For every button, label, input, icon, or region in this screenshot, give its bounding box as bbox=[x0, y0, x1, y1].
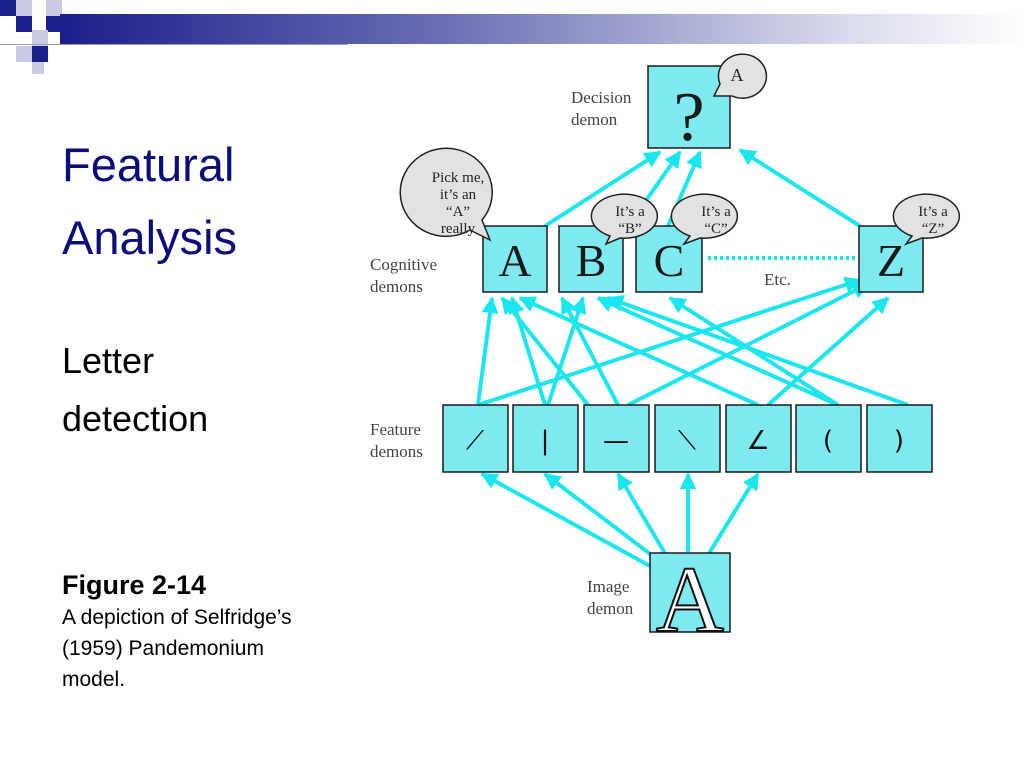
image-demon-box bbox=[649, 552, 731, 633]
bubble-b-line-1: It’s a bbox=[615, 204, 645, 220]
bubble-c-line-1: It’s a bbox=[701, 204, 731, 220]
arrow bbox=[543, 150, 662, 228]
cognitive-label-line-2: demons bbox=[370, 277, 423, 296]
image-letter: A bbox=[656, 548, 724, 652]
arrow bbox=[668, 296, 840, 407]
slide-subtitle: Letter detection bbox=[62, 332, 208, 448]
arrow bbox=[606, 295, 909, 407]
decision-demon-box bbox=[647, 65, 731, 149]
header-divider bbox=[0, 44, 348, 45]
feature-demon-box-2 bbox=[512, 404, 579, 473]
bubble-a bbox=[399, 147, 493, 242]
figure-caption: Figure 2-14 A depiction of Selfridge’s (… bbox=[62, 568, 362, 695]
feature-glyph-3: — bbox=[603, 426, 629, 456]
title-line-2: Analysis bbox=[62, 211, 238, 264]
title-line-1: Featural bbox=[62, 138, 235, 191]
feature-demon-box-1 bbox=[442, 404, 509, 473]
corner-square-3 bbox=[46, 0, 62, 16]
arrow bbox=[560, 296, 620, 406]
arrow bbox=[476, 296, 499, 406]
decision-symbol: ? bbox=[673, 79, 704, 156]
arrow bbox=[738, 148, 862, 228]
corner-square-7 bbox=[16, 46, 32, 62]
feature-glyph-2: | bbox=[541, 426, 550, 456]
cognitive-label-line-1: Cognitive bbox=[370, 255, 437, 274]
feature-demon-box-3 bbox=[583, 404, 650, 473]
subtitle-line-2: detection bbox=[62, 398, 209, 439]
cognitive-demon-a-box bbox=[482, 225, 548, 293]
bubble-b-line-2: “B” bbox=[618, 221, 641, 237]
etc-label: Etc. bbox=[764, 270, 791, 289]
image-to-feature-arrows bbox=[480, 472, 760, 568]
cognitive-letter-c: C bbox=[654, 235, 685, 286]
slide-title: Featural Analysis bbox=[62, 128, 237, 274]
corner-square-8 bbox=[32, 46, 48, 62]
caption-line-1: A depiction of Selfridge’s bbox=[62, 606, 292, 629]
feature-demon-box-7 bbox=[866, 404, 933, 473]
bubble-b bbox=[590, 193, 659, 246]
feature-glyph-4: ⟍ bbox=[678, 426, 697, 456]
feature-glyph-5: ∠ bbox=[746, 426, 769, 456]
image-label-line-2: demon bbox=[587, 599, 634, 618]
bubble-a-line-1: Pick me, bbox=[432, 170, 485, 186]
arrow bbox=[627, 282, 870, 407]
feature-glyph-7: ) bbox=[894, 426, 904, 456]
feature-label-line-2: demons bbox=[370, 442, 423, 461]
caption-line-2: (1959) Pandemonium bbox=[62, 637, 264, 660]
arrow bbox=[706, 472, 760, 557]
arrow bbox=[508, 296, 547, 406]
figure-label: Figure 2-14 bbox=[62, 570, 207, 600]
feature-to-cognitive-arrows bbox=[476, 276, 909, 407]
feature-glyph-6: ( bbox=[823, 426, 833, 456]
cognitive-letter-z: Z bbox=[877, 235, 905, 286]
header-gradient-bar bbox=[60, 14, 1024, 44]
cognitive-letter-a: A bbox=[498, 235, 531, 286]
cognitive-demon-b-box bbox=[558, 225, 624, 293]
arrow bbox=[546, 296, 587, 406]
decision-label-line-1: Decision bbox=[571, 88, 632, 107]
bubble-z bbox=[892, 193, 961, 246]
feature-label-line-1: Feature bbox=[370, 420, 421, 439]
cognitive-letter-b: B bbox=[576, 235, 607, 286]
decision-bubble bbox=[712, 53, 768, 99]
feature-glyph-1: ⟋ bbox=[466, 426, 485, 456]
corner-square-1 bbox=[0, 0, 16, 16]
arrow bbox=[477, 276, 862, 407]
corner-square-4 bbox=[16, 16, 32, 32]
decision-bubble-text: A bbox=[731, 65, 744, 85]
bubble-z-line-1: It’s a bbox=[918, 204, 948, 220]
arrow bbox=[766, 296, 890, 407]
corner-square-5 bbox=[46, 16, 62, 32]
bubble-c-line-2: “C” bbox=[704, 221, 727, 237]
bubble-a-line-4: really bbox=[441, 221, 476, 237]
image-label-line-1: Image bbox=[587, 577, 629, 596]
arrow bbox=[616, 472, 668, 557]
arrow bbox=[480, 472, 651, 568]
bubble-a-line-2: it’s an bbox=[440, 187, 477, 203]
bubble-c bbox=[670, 193, 739, 246]
decision-label-line-2: demon bbox=[571, 110, 618, 129]
subtitle-line-1: Letter bbox=[62, 340, 155, 381]
arrow bbox=[596, 296, 839, 407]
bubble-z-line-2: “Z” bbox=[922, 221, 944, 237]
corner-square-6 bbox=[32, 30, 48, 46]
feature-demon-box-5 bbox=[725, 404, 792, 473]
corner-square-9 bbox=[32, 62, 44, 74]
corner-square-2 bbox=[16, 0, 32, 16]
arrow bbox=[543, 472, 660, 562]
caption-line-3: model. bbox=[62, 668, 126, 691]
feature-demon-box-4 bbox=[654, 404, 721, 473]
bubble-a-line-3: “A” bbox=[446, 204, 470, 220]
feature-demon-box-6 bbox=[795, 404, 862, 473]
